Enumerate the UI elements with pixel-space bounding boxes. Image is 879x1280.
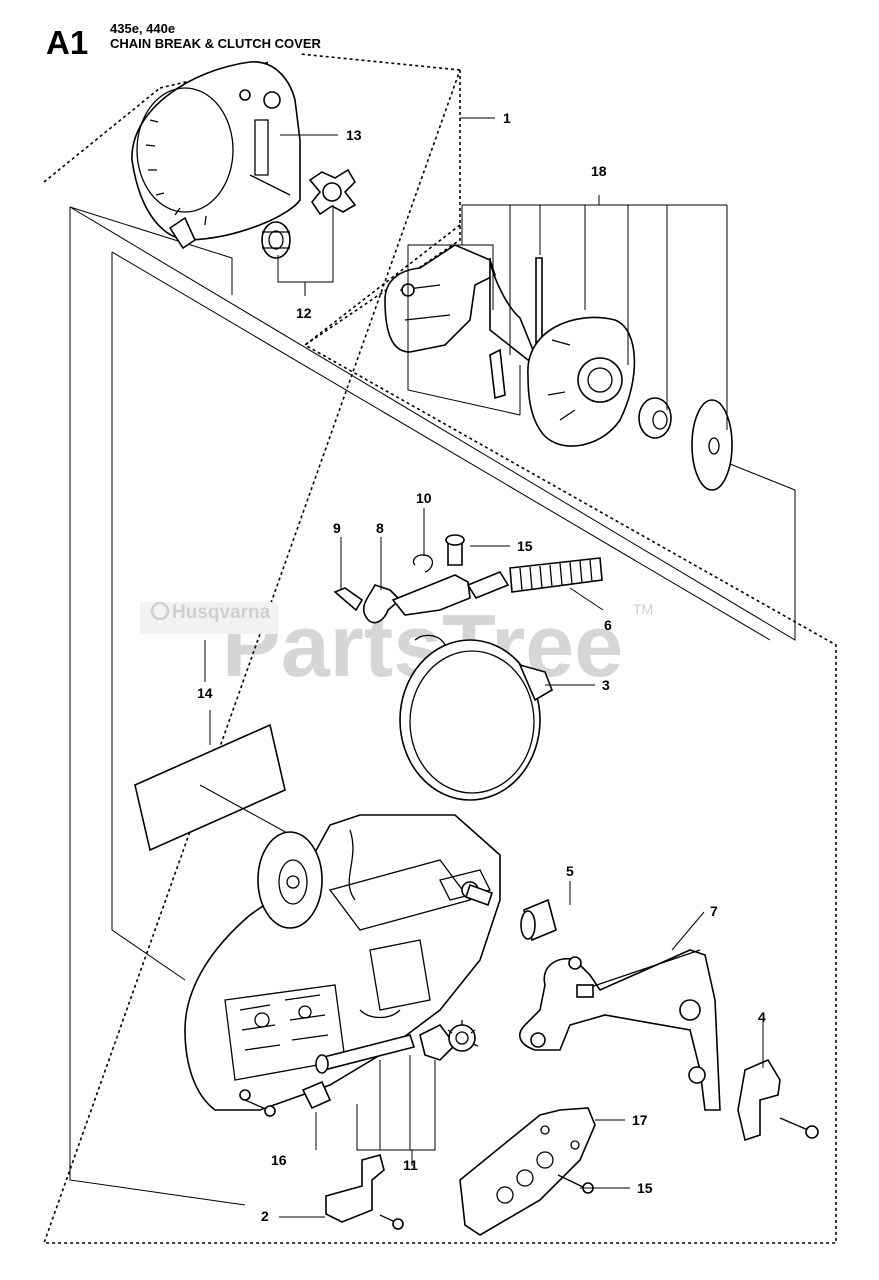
rim-cover-part-13 bbox=[131, 61, 301, 250]
callout-3: 3 bbox=[602, 677, 610, 693]
diagram-code: A1 bbox=[46, 24, 89, 61]
nut-part-16 bbox=[301, 1080, 332, 1110]
husqvarna-crown-icon bbox=[150, 601, 170, 621]
clutch-cover-body bbox=[184, 814, 501, 1111]
husqvarna-badge-icon bbox=[576, 984, 594, 998]
callout-14: 14 bbox=[197, 685, 213, 701]
callout-6: 6 bbox=[604, 617, 612, 633]
callout-7: 7 bbox=[710, 903, 718, 919]
assembly-boundary bbox=[42, 53, 837, 1244]
callout-11: 11 bbox=[403, 1157, 418, 1173]
callout-2: 2 bbox=[261, 1208, 269, 1224]
sprocket-nut-part-12 bbox=[261, 168, 357, 259]
callout-9: 9 bbox=[333, 520, 341, 536]
guide-frame-inner bbox=[111, 251, 771, 981]
screw-part-16-shaft bbox=[244, 1099, 269, 1111]
brake-assembly-bracket bbox=[407, 244, 521, 416]
chain-tensioner-part-2 bbox=[325, 1154, 404, 1230]
screw-head-16 bbox=[264, 1105, 276, 1117]
callout-17: 17 bbox=[632, 1112, 648, 1128]
diagram-title: CHAIN BREAK & CLUTCH COVER bbox=[110, 36, 321, 51]
model-numbers: 435e, 440e bbox=[110, 21, 176, 36]
callout-10: 10 bbox=[416, 490, 432, 506]
callout-15-top: 15 bbox=[517, 538, 533, 554]
callout-13: 13 bbox=[346, 127, 362, 143]
decal-brand-text: Husqvarna bbox=[172, 602, 271, 623]
husqvarna-logo: Husqvarna bbox=[140, 601, 278, 634]
callout-1: 1 bbox=[503, 110, 511, 126]
watermark-trademark: TM bbox=[633, 601, 653, 617]
callout-15-bottom: 15 bbox=[637, 1180, 653, 1196]
callout-16: 16 bbox=[271, 1152, 287, 1168]
callout-18: 18 bbox=[591, 163, 607, 179]
leader-lines bbox=[204, 117, 764, 1218]
guide-frame-outer bbox=[69, 206, 796, 1206]
callout-12: 12 bbox=[296, 305, 312, 321]
plate-part-17 bbox=[459, 1107, 596, 1236]
chain-brake-assembly-part-18 bbox=[384, 244, 733, 491]
drive-shaft-part-11 bbox=[315, 1020, 479, 1074]
brake-band-part-3 bbox=[399, 634, 553, 801]
decal-part-14 bbox=[134, 723, 301, 852]
brake-linkage-parts bbox=[333, 534, 603, 624]
bushing-part-5 bbox=[520, 898, 557, 942]
chain-guard-part-7 bbox=[519, 949, 721, 1111]
callout-5: 5 bbox=[566, 863, 574, 879]
part-4-bracket bbox=[737, 1058, 819, 1142]
callout-8: 8 bbox=[376, 520, 384, 536]
callout-4: 4 bbox=[758, 1009, 766, 1025]
